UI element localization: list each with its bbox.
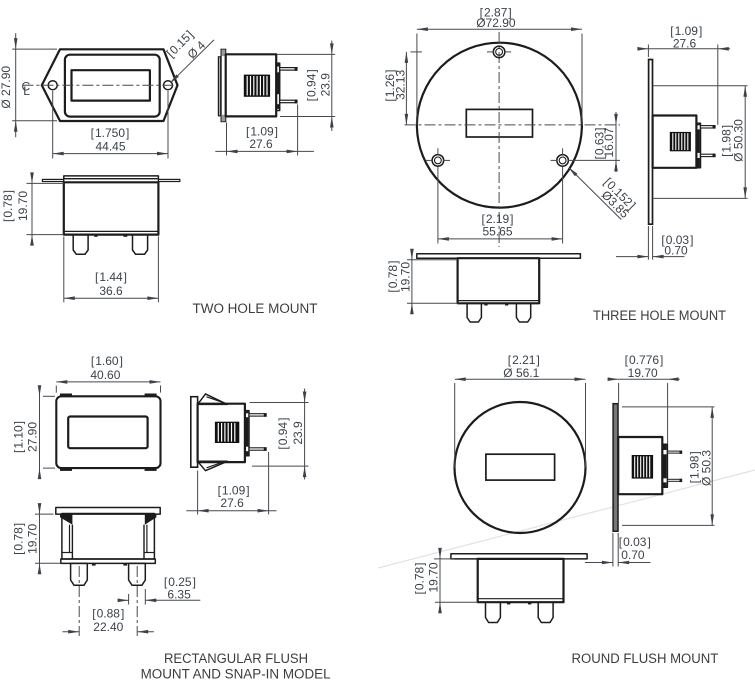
svg-text:0.70: 0.70 [621, 548, 645, 562]
svg-text:55.65: 55.65 [482, 224, 512, 238]
svg-text:19.70: 19.70 [26, 524, 40, 554]
svg-text:Ø 27.90: Ø 27.90 [0, 66, 13, 109]
svg-text:RECTANGULAR FLUSH: RECTANGULAR FLUSH [164, 651, 308, 667]
svg-text:Ø72.90: Ø72.90 [476, 16, 516, 30]
svg-text:[ 0.94 ]: [ 0.94 ] [276, 418, 290, 450]
svg-text:40.60: 40.60 [90, 368, 120, 382]
svg-text:27.6: 27.6 [220, 496, 244, 510]
svg-text:[ 0.88 ]: [ 0.88 ] [92, 607, 124, 621]
svg-text:23.9: 23.9 [319, 73, 333, 97]
svg-text:ROUND FLUSH MOUNT: ROUND FLUSH MOUNT [572, 651, 719, 667]
svg-text:[ 1.26 ]: [ 1.26 ] [383, 70, 397, 102]
svg-text:[ 1.60 ]: [ 1.60 ] [91, 354, 123, 368]
svg-text:MOUNT AND SNAP-IN MODEL: MOUNT AND SNAP-IN MODEL [141, 667, 331, 683]
svg-text:THREE HOLE MOUNT: THREE HOLE MOUNT [593, 308, 726, 324]
svg-text:27.6: 27.6 [249, 137, 273, 151]
svg-text:Ø 50.30: Ø 50.30 [732, 119, 746, 162]
svg-text:[ 0.78 ]: [ 0.78 ] [386, 261, 400, 293]
svg-text:[ 0.78 ]: [ 0.78 ] [413, 562, 427, 594]
svg-text:[ 0.78 ]: [ 0.78 ] [1, 190, 15, 222]
svg-text:[ 0.03 ]: [ 0.03 ] [661, 233, 693, 247]
svg-text:[ 0.25 ]: [ 0.25 ] [164, 575, 196, 589]
svg-text:19.70: 19.70 [399, 262, 413, 292]
svg-text:[ 1.98 ]: [ 1.98 ] [687, 451, 701, 483]
svg-text:0.70: 0.70 [664, 244, 688, 258]
svg-text:[ 0.63 ]: [ 0.63 ] [593, 127, 607, 159]
svg-text:L: L [23, 84, 30, 98]
svg-text:[ 1.98 ]: [ 1.98 ] [720, 125, 734, 157]
svg-text:[ 1.10 ]: [ 1.10 ] [12, 421, 26, 453]
svg-text:6.35: 6.35 [167, 588, 191, 602]
svg-text:19.70: 19.70 [16, 191, 30, 221]
svg-text:22.40: 22.40 [93, 620, 123, 634]
svg-text:[ 2.19 ]: [ 2.19 ] [481, 212, 513, 226]
svg-text:[ 1.09 ]: [ 1.09 ] [218, 484, 250, 498]
svg-text:[ 1.44 ]: [ 1.44 ] [95, 270, 127, 284]
svg-text:Ø 56.1: Ø 56.1 [503, 366, 539, 380]
svg-text:TWO HOLE MOUNT: TWO HOLE MOUNT [193, 301, 318, 317]
svg-text:[ 0.94 ]: [ 0.94 ] [305, 69, 319, 101]
svg-text:[ 0.776 ]: [ 0.776 ] [625, 353, 664, 367]
svg-text:[ 0.78 ]: [ 0.78 ] [12, 523, 26, 555]
svg-text:32.13: 32.13 [393, 70, 407, 100]
svg-text:C: C [22, 80, 31, 94]
svg-text:23.9: 23.9 [291, 421, 305, 445]
svg-text:16.07: 16.07 [602, 127, 616, 157]
svg-text:Ø 50.3: Ø 50.3 [700, 450, 714, 486]
svg-text:27.6: 27.6 [673, 37, 697, 51]
svg-text:44.45: 44.45 [95, 140, 125, 154]
svg-text:[ 1.09 ]: [ 1.09 ] [670, 24, 702, 38]
svg-text:27.90: 27.90 [26, 422, 40, 452]
svg-text:[ 1.750 ]: [ 1.750 ] [91, 126, 130, 140]
svg-text:[ 2.21 ]: [ 2.21 ] [508, 353, 540, 367]
svg-text:19.70: 19.70 [628, 366, 658, 380]
svg-text:[ 2.87 ]: [ 2.87 ] [480, 5, 512, 19]
svg-text:[ 1.09 ]: [ 1.09 ] [246, 125, 278, 139]
svg-text:36.6: 36.6 [99, 284, 123, 298]
svg-text:[ 0.03 ]: [ 0.03 ] [619, 535, 651, 549]
svg-text:19.70: 19.70 [427, 562, 441, 592]
